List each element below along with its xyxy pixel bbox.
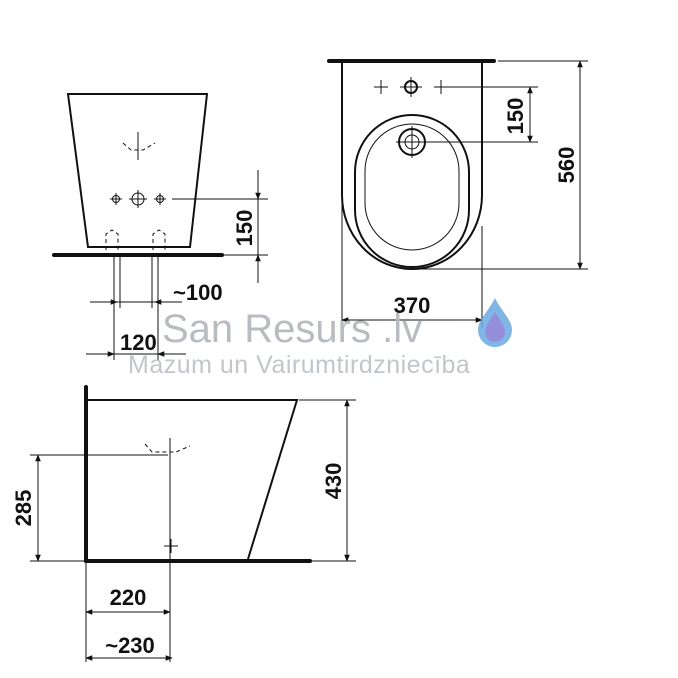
water-drop-icon	[478, 298, 512, 347]
side-inlet-height-dimension: 285	[11, 454, 168, 562]
side-outlet-distance-label: ~230	[105, 633, 155, 658]
front-tap-holes	[110, 190, 166, 208]
top-body-outline	[341, 63, 483, 270]
top-tap-offset-dimension: 150	[428, 86, 538, 143]
top-tap-offset-label: 150	[503, 98, 528, 135]
watermark: San Resurs .lv Mazum un Vairumtirdzniecī…	[128, 298, 512, 379]
top-bowl-outer	[354, 114, 470, 268]
front-width-dimension: 120	[86, 330, 186, 357]
side-height-dimension: 430	[299, 399, 356, 562]
side-view: 430 285 220 ~230	[11, 385, 356, 662]
front-outlet-dimension: ~100	[90, 280, 223, 305]
side-inlet-height-label: 285	[11, 490, 36, 527]
front-outlet-label: ~100	[173, 280, 223, 305]
top-view: 150 560 370	[327, 59, 588, 328]
top-bowl-inner	[364, 123, 460, 251]
front-inlet-dashed	[122, 142, 156, 151]
side-body-outline	[88, 399, 299, 560]
side-height-label: 430	[321, 463, 346, 500]
side-inlet-dashed	[144, 443, 191, 453]
front-bowl-outline	[66, 93, 209, 248]
side-inlet-distance-dimension: 220	[85, 563, 171, 662]
front-width-label: 120	[120, 330, 157, 355]
top-tap-holes	[374, 77, 448, 97]
watermark-brand: San Resurs .lv	[162, 307, 422, 351]
top-width-dimension: 370	[341, 196, 483, 328]
front-height-dimension: 150	[172, 170, 268, 283]
top-length-dimension: 560	[420, 60, 588, 270]
top-width-label: 370	[394, 293, 431, 318]
top-length-label: 560	[554, 147, 579, 184]
side-inlet-distance-label: 220	[110, 585, 147, 610]
watermark-tagline: Mazum un Vairumtirdzniecība	[128, 351, 470, 379]
front-height-label: 150	[232, 210, 257, 247]
front-view: 150 ~100 120	[52, 93, 268, 360]
front-outlet-dashed	[105, 229, 166, 250]
side-outlet-distance-dimension: ~230	[85, 633, 173, 661]
